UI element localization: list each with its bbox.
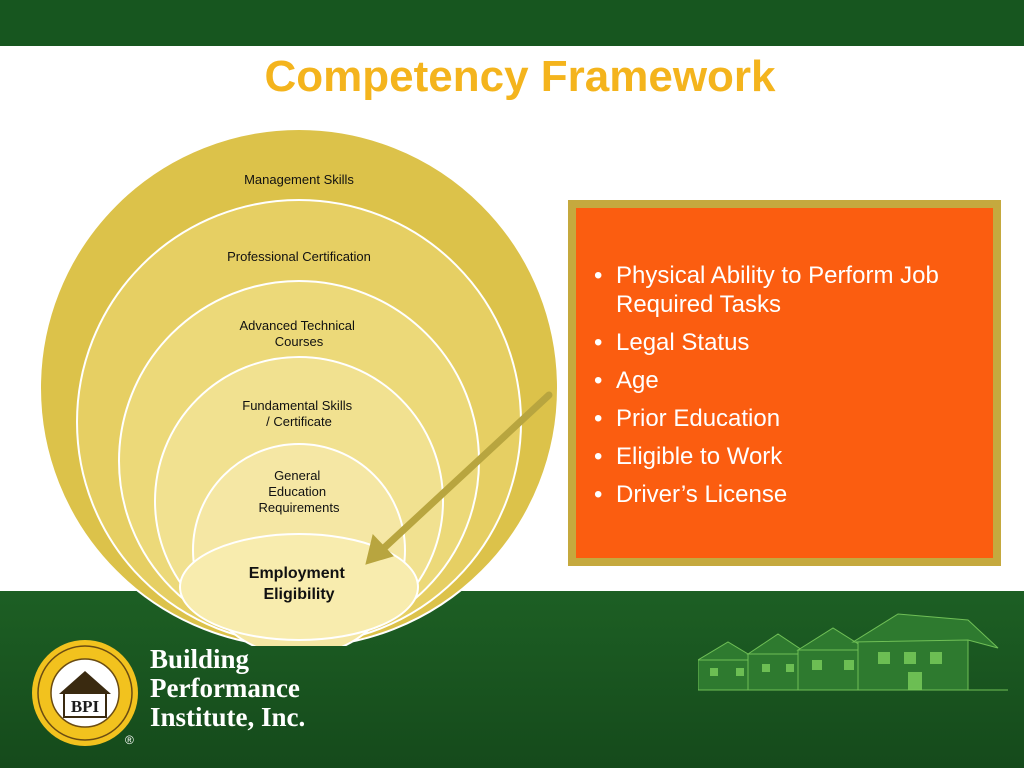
slide-title: Competency Framework (264, 52, 776, 101)
level-label-professional: Professional Certification (227, 249, 371, 264)
list-item: Legal Status (590, 328, 993, 357)
brand-line: Building (150, 644, 250, 674)
top-banner (0, 0, 1024, 46)
bpi-seal-logo: BPI (32, 640, 138, 746)
level-label-employment: Employment Eligibility (249, 565, 349, 603)
ring-employment-eligibility (179, 533, 419, 641)
pointer-arrow (365, 391, 553, 565)
list-item: Prior Education (590, 404, 993, 433)
list-item: Age (590, 366, 993, 395)
level-label-advanced: Advanced Technical Courses (239, 318, 358, 349)
list-item: Physical Ability to Perform Job Required… (590, 261, 993, 319)
level-label-fundamental: Fundamental Skills / Certificate (242, 398, 355, 429)
brand-line: Institute, Inc. (150, 702, 306, 732)
houses-illustration (698, 613, 1008, 691)
organization-name: Building Performance Institute, Inc. (150, 645, 305, 732)
level-label-management: Management Skills (244, 172, 354, 187)
brand-line: Performance (150, 673, 300, 703)
seal-label: BPI (71, 697, 100, 716)
list-item: Eligible to Work (590, 442, 993, 471)
level-label-general-education: General Education Requirements (259, 468, 340, 515)
eligibility-list: Physical Ability to Perform Job Required… (576, 208, 993, 509)
eligibility-criteria-box: Physical Ability to Perform Job Required… (568, 200, 1001, 566)
list-item: Driver’s License (590, 480, 993, 509)
registered-mark: ® (125, 733, 134, 747)
